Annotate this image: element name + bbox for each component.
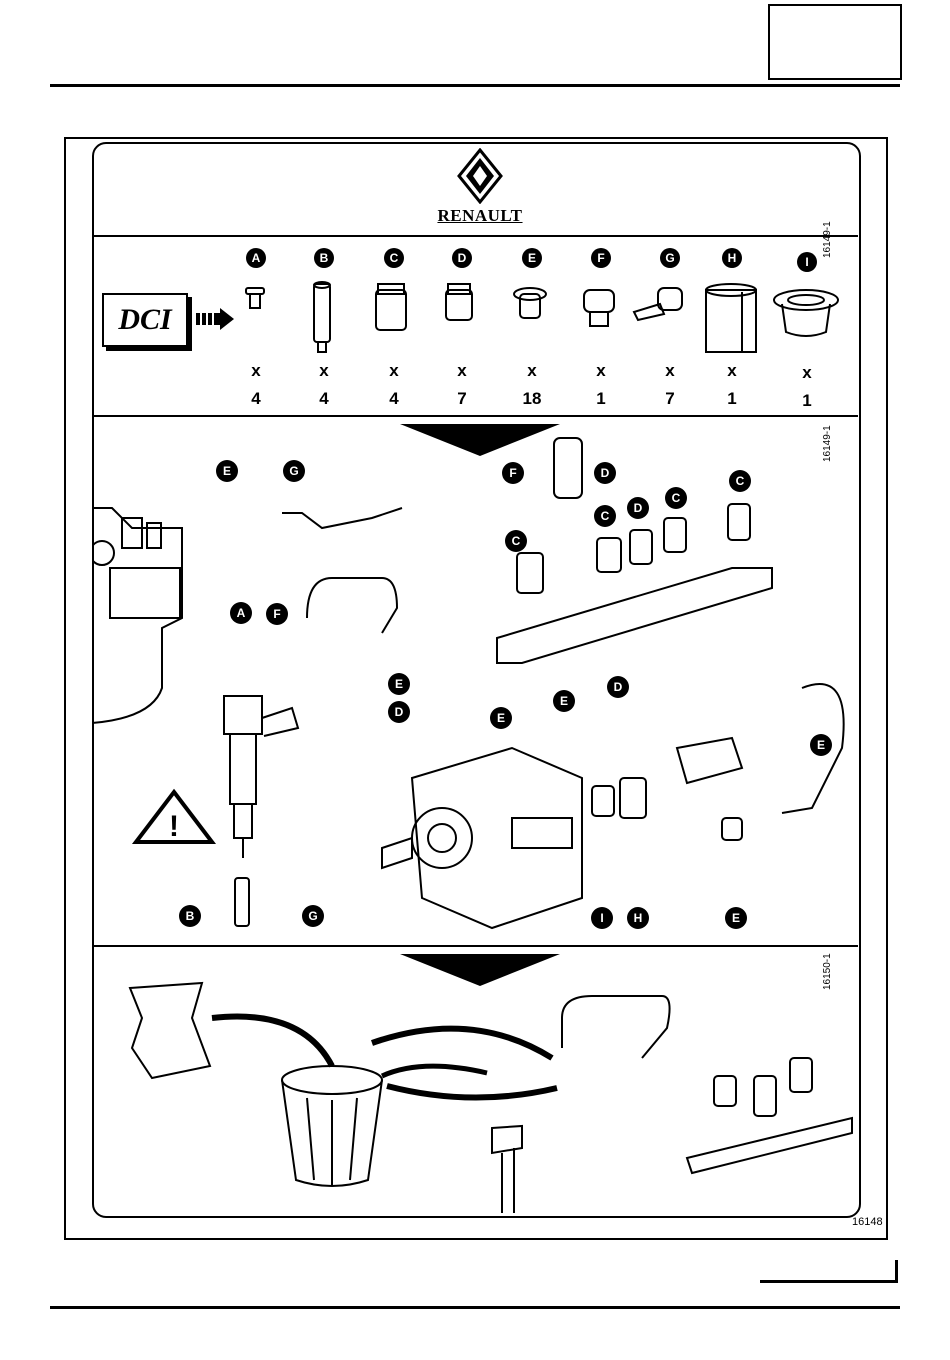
divider-3 bbox=[93, 945, 858, 947]
part-letter-badge: D bbox=[452, 248, 472, 268]
fuel-rail-drawing-icon bbox=[687, 1118, 852, 1173]
installation-diagram: ! bbox=[92, 418, 857, 944]
callout: C bbox=[665, 487, 687, 509]
part-letter-badge: C bbox=[384, 248, 404, 268]
renault-logo-icon bbox=[455, 148, 505, 204]
part-A-drawing-icon bbox=[246, 288, 264, 308]
callout: H bbox=[627, 907, 649, 929]
part-letter-badge: I bbox=[797, 252, 817, 272]
part-H: H bbox=[716, 248, 748, 268]
callout: E bbox=[388, 673, 410, 695]
callout: C bbox=[505, 530, 527, 552]
part-letter-badge: G bbox=[660, 248, 680, 268]
part-E: E bbox=[516, 248, 548, 268]
pin-B-drawing-icon bbox=[235, 878, 249, 926]
injector-drawing-icon bbox=[492, 1126, 522, 1213]
brand-name: RENAULT bbox=[420, 206, 540, 226]
callout: C bbox=[594, 505, 616, 527]
callout: D bbox=[627, 497, 649, 519]
part-D: D bbox=[446, 248, 478, 268]
part-I: I bbox=[791, 252, 823, 272]
part-B-drawing-icon bbox=[314, 282, 330, 352]
packaging-drawing-icon bbox=[130, 983, 210, 1078]
waste-bin-drawing-icon bbox=[282, 1066, 382, 1186]
part-C-drawing-icon bbox=[376, 284, 406, 330]
divider-2 bbox=[93, 415, 858, 417]
fuel-pipe-drawing-icon bbox=[562, 996, 670, 1058]
part-letter-badge: F bbox=[591, 248, 611, 268]
callout: B bbox=[179, 905, 201, 927]
svg-text:!: ! bbox=[169, 810, 179, 843]
part-letter-badge: A bbox=[246, 248, 266, 268]
figure-number: 16148 bbox=[852, 1216, 883, 1228]
callout: A bbox=[230, 602, 252, 624]
footer-rule bbox=[50, 1306, 900, 1309]
part-I-drawing-icon bbox=[774, 290, 838, 336]
part-letter-badge: E bbox=[522, 248, 542, 268]
engine-block-drawing-icon bbox=[92, 508, 182, 723]
footer-tab-tick bbox=[895, 1260, 898, 1283]
callout: E bbox=[553, 690, 575, 712]
part-letter-badge: B bbox=[314, 248, 334, 268]
callout: C bbox=[729, 470, 751, 492]
header-rule bbox=[50, 84, 900, 87]
part-A: A bbox=[240, 248, 272, 268]
callout: E bbox=[810, 734, 832, 756]
part-H-drawing-icon bbox=[706, 284, 756, 352]
footer-tab-rule bbox=[760, 1280, 898, 1283]
arrow-icon bbox=[387, 1086, 557, 1098]
parts-drawings bbox=[230, 280, 850, 360]
callout: E bbox=[216, 460, 238, 482]
part-G: G bbox=[654, 248, 686, 268]
part-D-drawing-icon bbox=[446, 284, 472, 320]
part-E-drawing-icon bbox=[514, 288, 546, 318]
fuel-pipe-drawing-icon bbox=[307, 578, 397, 633]
page-number-box bbox=[768, 4, 902, 80]
part-B: B bbox=[308, 248, 340, 268]
part-C: C bbox=[378, 248, 410, 268]
connector-G-drawing-icon bbox=[282, 508, 402, 528]
section-ref-parts: 16149-1 bbox=[822, 208, 833, 258]
part-letter-badge: H bbox=[722, 248, 742, 268]
arrow-icon bbox=[382, 1066, 487, 1076]
part-G-drawing-icon bbox=[634, 288, 682, 320]
callout: G bbox=[302, 905, 324, 927]
callout: E bbox=[725, 907, 747, 929]
callout: G bbox=[283, 460, 305, 482]
callout: D bbox=[594, 462, 616, 484]
disposal-diagram bbox=[92, 948, 857, 1213]
regulator-drawing-icon bbox=[677, 684, 844, 840]
callout: D bbox=[388, 701, 410, 723]
pump-drawing-icon bbox=[382, 748, 646, 928]
arrow-icon bbox=[372, 1029, 552, 1058]
divider-1 bbox=[93, 235, 858, 237]
callout: F bbox=[266, 603, 288, 625]
dci-badge: DCI bbox=[102, 293, 188, 347]
callout: I bbox=[591, 907, 613, 929]
arrow-icon bbox=[212, 1017, 332, 1066]
callout: D bbox=[607, 676, 629, 698]
callout: E bbox=[490, 707, 512, 729]
part-F-drawing-icon bbox=[584, 290, 614, 326]
injector-drawing-icon bbox=[224, 696, 298, 858]
fuel-rail-drawing-icon bbox=[497, 438, 772, 663]
callout: F bbox=[502, 462, 524, 484]
dci-label: DCI bbox=[104, 295, 186, 345]
part-F: F bbox=[585, 248, 617, 268]
